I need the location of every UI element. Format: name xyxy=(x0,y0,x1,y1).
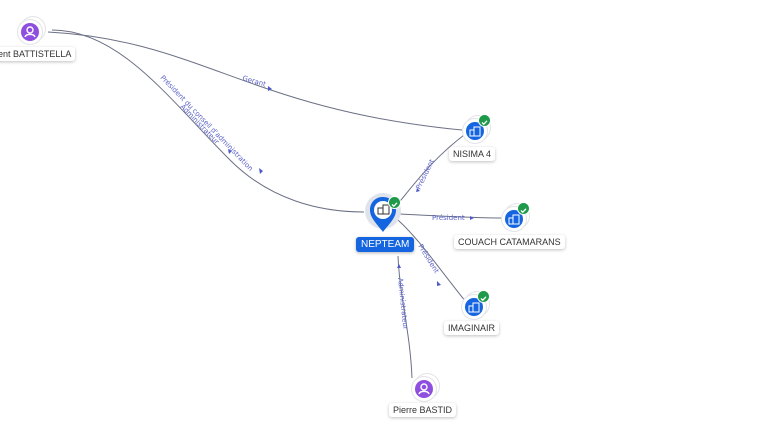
edge-arrow-gerant xyxy=(268,86,272,91)
verified-check-icon xyxy=(478,114,491,127)
company-node-imaginair[interactable] xyxy=(462,290,490,319)
edge-arrow-pca xyxy=(228,149,232,154)
company-label-nisima[interactable]: NISIMA 4 xyxy=(449,147,496,161)
company-node-couach[interactable] xyxy=(502,202,530,231)
person-node-bastid[interactable] xyxy=(412,377,436,401)
company-node-nisima[interactable] xyxy=(463,114,491,143)
edge-president-couach xyxy=(399,213,506,219)
edge-label-president-nisima: Président xyxy=(415,158,437,191)
company-label-imaginair[interactable]: IMAGINAIR xyxy=(444,321,500,335)
company-avatar xyxy=(505,210,523,228)
verified-check-icon xyxy=(517,202,530,215)
building-icon xyxy=(508,214,520,225)
edge-gerant xyxy=(47,31,463,131)
verified-check-icon xyxy=(388,196,401,209)
edge-administrateur-bastid xyxy=(397,255,413,379)
edge-label-administrateur-bastid: Administrateur xyxy=(396,277,409,330)
edge-president-imaginair xyxy=(397,219,467,303)
company-node-nepteam[interactable] xyxy=(364,192,402,236)
building-icon xyxy=(469,126,481,137)
edge-arrow-pca-2 xyxy=(259,168,263,174)
edge-arrow-couach xyxy=(470,216,474,220)
edge-label-gerant: Gerant xyxy=(241,74,267,88)
company-avatar xyxy=(465,298,483,316)
company-avatar xyxy=(466,122,484,140)
edge-arrow-imaginair xyxy=(437,281,441,286)
edge-label-pca: Président du conseil d'administration xyxy=(159,74,255,173)
person-label-battistella[interactable]: ent BATTISTELLA xyxy=(0,47,76,61)
building-icon xyxy=(468,302,480,313)
company-label-couach[interactable]: COUACH CATAMARANS xyxy=(454,235,565,249)
person-label-bastid[interactable]: Pierre BASTID xyxy=(389,403,457,417)
person-icon xyxy=(418,383,430,395)
edge-arrow-nisima xyxy=(416,188,420,192)
edge-pca xyxy=(51,29,365,213)
edge-label-president-imaginair: Président xyxy=(416,243,440,275)
person-icon xyxy=(24,26,36,38)
edge-label-president-couach: Président xyxy=(432,214,465,222)
edge-arrow-bastid xyxy=(397,264,401,268)
person-node-battistella[interactable] xyxy=(18,20,42,44)
verified-check-icon xyxy=(477,290,490,303)
person-avatar xyxy=(415,380,433,398)
building-icon xyxy=(377,204,390,215)
person-avatar xyxy=(21,23,39,41)
company-label-nepteam[interactable]: NEPTEAM xyxy=(356,237,415,252)
